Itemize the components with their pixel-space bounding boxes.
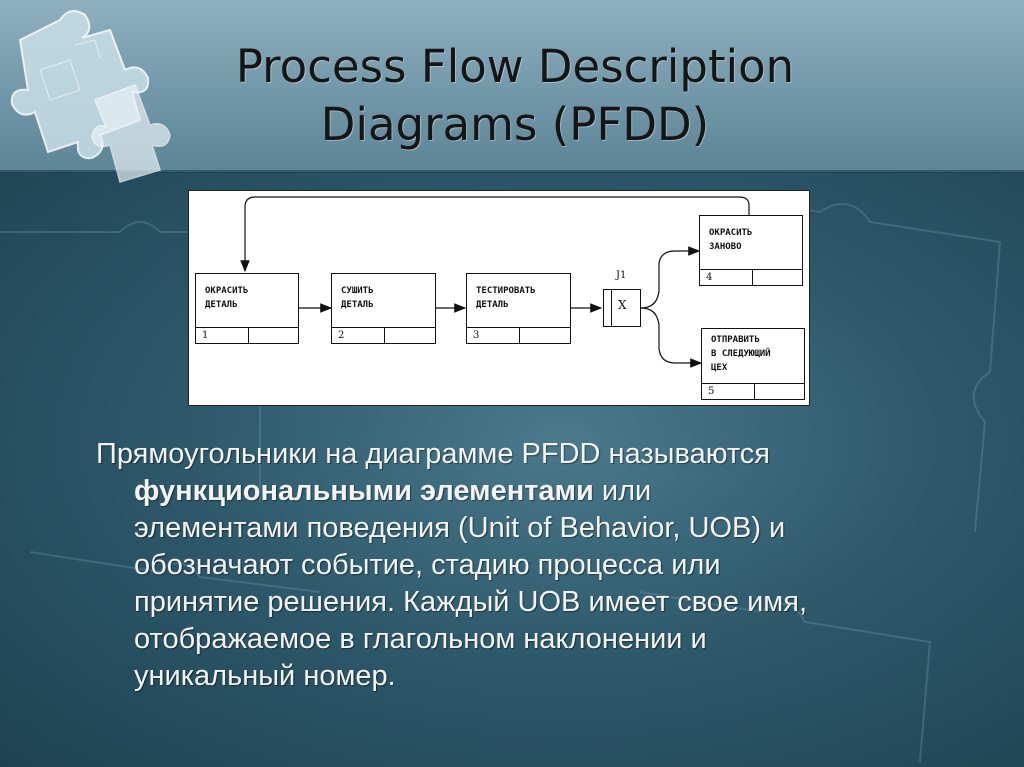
uob-send-next-shop: ОТПРАВИТЬ В СЛЕДУЮЩИЙ ЦЕХ 5	[701, 328, 805, 400]
uob-label: ОКРАСИТЬ ДЕТАЛЬ	[205, 284, 294, 312]
footer-divider	[384, 328, 385, 343]
bold-term: функциональными элементами	[134, 475, 594, 507]
body-line-7: уникальный номер.	[96, 658, 956, 695]
uob-paint-part: ОКРАСИТЬ ДЕТАЛЬ 1	[195, 273, 299, 344]
title-line-2: Diagrams (PFDD)	[190, 96, 840, 154]
pfdd-diagram: ОКРАСИТЬ ДЕТАЛЬ 1 СУШИТЬ ДЕТАЛЬ 2 ТЕСТИР…	[188, 190, 810, 406]
footer-divider	[752, 270, 753, 285]
uob-label: ОТПРАВИТЬ В СЛЕДУЮЩИЙ ЦЕХ	[711, 333, 800, 375]
uob-number: 5	[708, 384, 714, 399]
footer-divider	[754, 384, 755, 399]
uob-footer: 1	[196, 327, 298, 343]
junction-xor: X	[603, 289, 641, 327]
body-line-6: отображаемое в глагольном наклонении и	[96, 621, 956, 658]
slide-title: Process Flow Description Diagrams (PFDD)	[190, 38, 840, 154]
footer-divider	[519, 328, 520, 343]
uob-number: 3	[473, 328, 479, 343]
uob-repaint: ОКРАСИТЬ ЗАНОВО 4	[699, 215, 803, 286]
uob-footer: 3	[467, 327, 570, 343]
footer-divider	[248, 328, 249, 343]
uob-test-part: ТЕСТИРОВАТЬ ДЕТАЛЬ 3	[466, 273, 571, 344]
puzzle-decoration-icon	[0, 0, 190, 185]
uob-number: 2	[338, 328, 344, 343]
body-line-5: принятие решения. Каждый UOB имеет свое …	[96, 584, 956, 621]
body-line-3: элементами поведения (Unit of Behavior, …	[96, 510, 956, 547]
uob-label: СУШИТЬ ДЕТАЛЬ	[341, 284, 431, 312]
uob-dry-part: СУШИТЬ ДЕТАЛЬ 2	[331, 273, 436, 344]
body-paragraph: Прямоугольники на диаграмме PFDD называю…	[96, 436, 956, 695]
body-line-1: Прямоугольники на диаграмме PFDD называю…	[96, 438, 770, 470]
uob-number: 1	[202, 328, 208, 343]
uob-label: ОКРАСИТЬ ЗАНОВО	[709, 226, 798, 254]
after-bold-text: или	[594, 475, 651, 507]
junction-bar	[611, 290, 612, 326]
uob-footer: 4	[700, 269, 802, 285]
uob-number: 4	[706, 270, 712, 285]
junction-symbol: X	[618, 298, 627, 312]
junction-name: J1	[616, 270, 626, 281]
uob-label: ТЕСТИРОВАТЬ ДЕТАЛЬ	[476, 284, 566, 312]
title-line-1: Process Flow Description	[190, 38, 840, 96]
uob-footer: 5	[702, 383, 804, 399]
body-line-4: обозначают событие, стадию процесса или	[96, 547, 956, 584]
uob-footer: 2	[332, 327, 435, 343]
body-line-2: функциональными элементами или	[96, 473, 956, 510]
